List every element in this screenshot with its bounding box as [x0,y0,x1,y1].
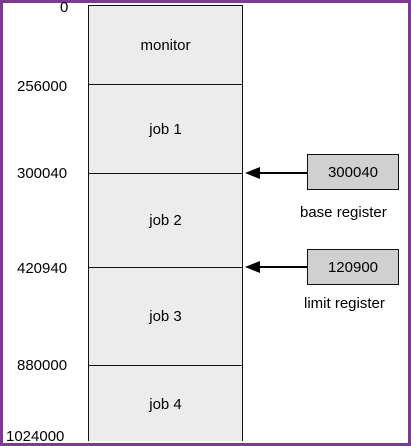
base-register-box: 300040 [307,154,399,190]
address-420940: 420940 [17,260,68,277]
address-1024000: 1024000 [6,428,65,445]
segment-job-3: job 3 [89,268,242,366]
address-880000: 880000 [17,357,68,374]
limit-register-box: 120900 [307,249,399,285]
base-arrow-head [245,167,260,179]
address-256000: 256000 [17,78,68,95]
segment-job-4: job 4 [149,395,182,413]
limit-register-label: limit register [304,295,385,312]
segment-job-1: job 1 [89,85,242,174]
segment-job-2: job 2 [89,174,242,268]
address-0: 0 [60,0,69,16]
limit-arrow-head [245,261,260,273]
address-300040: 300040 [17,165,68,182]
segment-monitor: monitor [89,6,242,85]
base-register-label: base register [300,204,387,221]
memory-column: monitor job 1 job 2 job 3 job 4 [88,5,243,441]
